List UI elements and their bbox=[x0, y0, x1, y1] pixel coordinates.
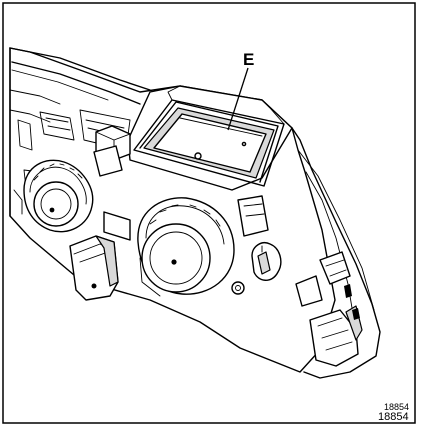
center-connector bbox=[69, 211, 131, 301]
diagram-border bbox=[2, 2, 416, 424]
housing-right-section bbox=[291, 127, 381, 379]
right-connector bbox=[231, 195, 282, 295]
callout-label-e: E bbox=[243, 50, 254, 69]
left-lamp-socket bbox=[23, 159, 94, 233]
figure-reference-large: 18854 bbox=[378, 411, 409, 423]
main-lamp-socket bbox=[137, 197, 235, 297]
module-e-cover bbox=[127, 85, 293, 191]
housing-bracket-left bbox=[93, 125, 131, 177]
figure-reference-small: 18854 bbox=[384, 402, 409, 412]
callout-leader-line bbox=[227, 67, 249, 131]
